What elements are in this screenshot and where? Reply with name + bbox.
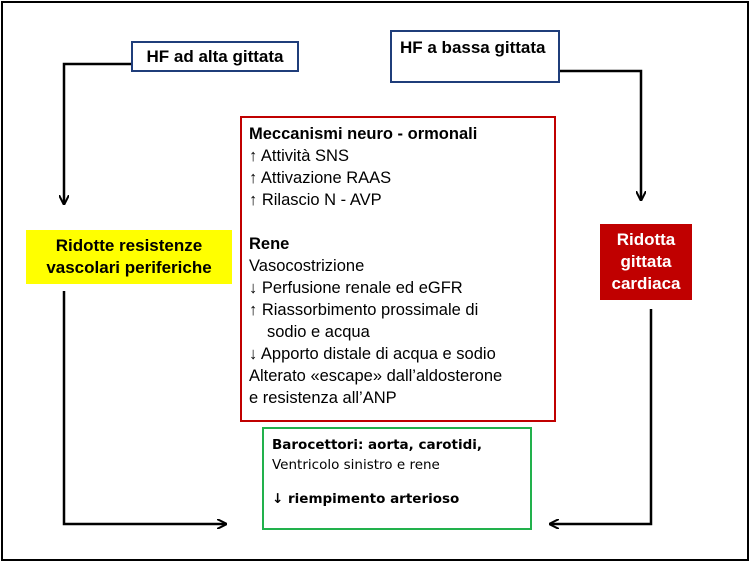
- ridotta-gittata-box: Ridotta gittata cardiaca: [600, 224, 692, 300]
- hf-alta-gittata-box: HF ad alta gittata: [131, 41, 299, 72]
- rene-item: Alterato «escape» dall’aldosterone: [249, 367, 503, 385]
- rene-item: e resistenza all’ANP: [249, 389, 397, 407]
- arrow-hf-alta-to-resistenze: [64, 62, 131, 203]
- rene-item: ↓ Apporto distale di acqua e sodio: [249, 345, 496, 363]
- barocettori-title: Barocettori: aorta, carotidi,: [272, 437, 483, 453]
- meccanismi-item: ↑ Rilascio N - AVP: [249, 191, 382, 209]
- riempimento-arterioso-label: ↓ riempimento arterioso: [272, 491, 460, 507]
- ridotte-resistenze-line-1: Ridotte resistenze: [55, 236, 203, 255]
- meccanismi-item: ↑ Attività SNS: [249, 147, 349, 165]
- hf-alta-gittata-label: HF ad alta gittata: [146, 47, 284, 66]
- rene-item: ↑ Riassorbimento prossimale di: [249, 301, 479, 319]
- rene-title: Rene: [249, 235, 290, 253]
- hf-bassa-gittata-label: HF a bassa gittata: [400, 38, 546, 57]
- rene-item: ↓ Perfusione renale ed eGFR: [249, 279, 463, 297]
- meccanismi-item: ↑ Attivazione RAAS: [249, 169, 392, 187]
- arrow-resistenze-to-barocettori: [62, 291, 225, 524]
- rene-item: sodio e acqua: [267, 323, 370, 341]
- arrow-hf-bassa-to-gittata: [560, 69, 641, 199]
- ridotte-resistenze-line-2: vascolari periferiche: [46, 258, 212, 277]
- hf-bassa-gittata-box: HF a bassa gittata: [390, 30, 560, 83]
- meccanismi-box: Meccanismi neuro - ormonali ↑ Attività S…: [240, 116, 556, 422]
- barocettori-subtitle: Ventricolo sinistro e rene: [272, 457, 440, 473]
- barocettori-box: Barocettori: aorta, carotidi, Ventricolo…: [262, 427, 532, 530]
- arrow-gittata-to-barocettori: [551, 309, 653, 524]
- ridotta-gittata-line-1: Ridotta: [616, 230, 676, 249]
- ridotte-resistenze-box: Ridotte resistenze vascolari periferiche: [26, 230, 232, 284]
- ridotta-gittata-line-3: cardiaca: [611, 274, 681, 293]
- meccanismi-title: Meccanismi neuro - ormonali: [249, 125, 478, 143]
- ridotta-gittata-line-2: gittata: [620, 252, 672, 271]
- rene-item: Vasocostrizione: [249, 257, 365, 275]
